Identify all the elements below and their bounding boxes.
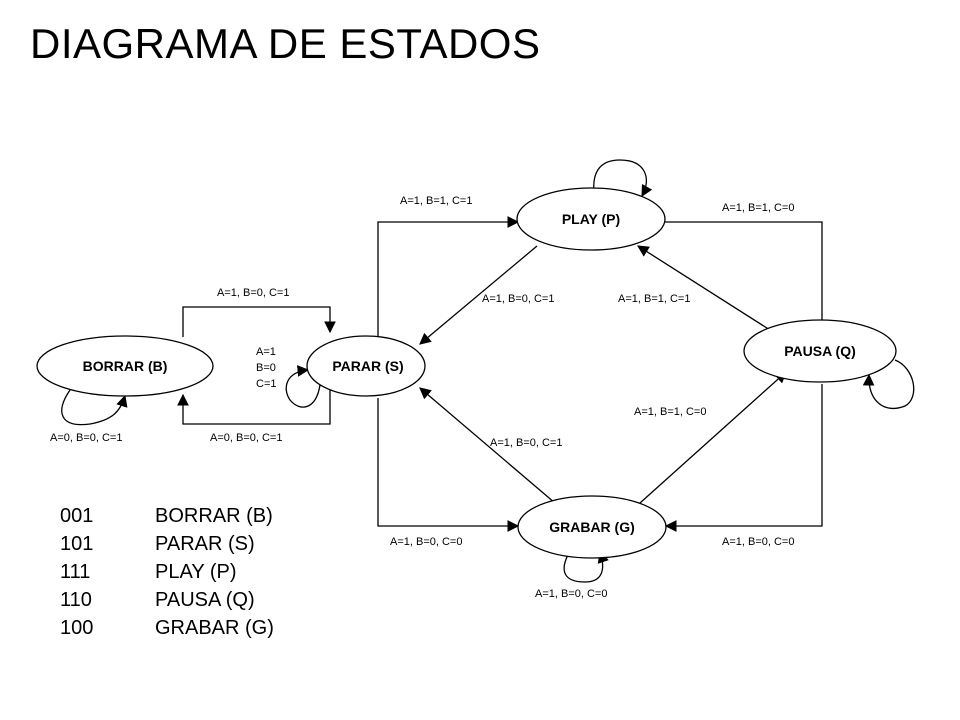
edge-parar-to-play [377,216,520,338]
edge-label-parar-self-a: A=1 [256,346,276,358]
state-node-borrar [36,335,214,397]
state-label-borrar: BORRAR (B) [83,358,168,374]
edge-parar-to-borrar [177,385,331,425]
edge-grabar-to-parar [419,387,556,504]
edge-label-play-to-parar: A=1, B=0, C=1 [482,293,554,305]
edge-pausa-to-play [637,245,771,331]
edge-label-grabar-self: A=1, B=0, C=0 [535,588,607,600]
edge-label-parar-to-play: A=1, B=1, C=1 [400,195,472,207]
edge-label-pausa-to-play: A=1, B=1, C=1 [618,293,690,305]
edge-grabar-to-pausa [639,371,787,504]
legend-state: PLAY (P) [155,561,237,583]
legend-row: 001 BORRAR (B) [60,502,274,530]
edge-label-borrar-self: A=0, B=0, C=1 [50,432,122,444]
state-node-parar [306,335,426,397]
legend-row: 100 GRABAR (G) [60,614,274,642]
edge-parar-self [285,365,321,408]
state-node-play [516,187,666,251]
edge-play-self [593,159,653,201]
edge-pausa-self [862,359,915,410]
legend-row: 101 PARAR (S) [60,530,274,558]
legend-state: GRABAR (G) [155,617,274,639]
edge-label-play-to-pausa: A=1, B=1, C=0 [722,202,794,214]
legend-state: PAUSA (Q) [155,589,255,611]
edge-label-parar-self-c: C=1 [256,378,277,390]
edge-label-parar-self-b: B=0 [256,362,276,374]
legend-code: 101 [60,533,94,555]
legend-code: 100 [60,617,94,639]
legend-code: 110 [60,589,92,611]
edge-label-parar-to-borrar: A=0, B=0, C=1 [210,432,282,444]
edge-label-grabar-to-pausa: A=1, B=1, C=0 [634,406,706,418]
legend-state: BORRAR (B) [155,505,273,527]
state-node-grabar [517,495,667,559]
legend-row: 111 PLAY (P) [60,558,274,586]
legend-row: 110 PAUSA (Q) [60,586,274,614]
edge-play-to-pausa [665,221,828,332]
page-title: DIAGRAMA DE ESTADOS [30,20,541,67]
edge-grabar-self [563,550,609,583]
state-label-grabar: GRABAR (G) [549,519,635,535]
edge-borrar-self [61,389,128,426]
state-code-legend: 001 BORRAR (B) 101 PARAR (S) 111 PLAY (P… [60,502,274,642]
edge-borrar-to-parar [182,306,336,337]
edge-parar-to-grabar [377,398,520,532]
legend-state: PARAR (S) [155,533,255,555]
state-label-pausa: PAUSA (Q) [784,343,856,359]
edge-play-to-parar [419,245,538,345]
edge-label-borrar-to-parar: A=1, B=0, C=1 [217,287,289,299]
edge-label-grabar-to-parar: A=1, B=0, C=1 [490,437,562,449]
edge-label-pausa-to-grabar: A=1, B=0, C=0 [722,536,794,548]
state-label-parar: PARAR (S) [332,358,403,374]
state-label-play: PLAY (P) [562,211,620,227]
edge-label-parar-to-grabar: A=1, B=0, C=0 [390,536,462,548]
legend-code: 111 [60,561,91,583]
state-node-pausa [743,319,897,383]
edge-pausa-to-grabar [664,384,823,532]
legend-code: 001 [60,505,94,527]
